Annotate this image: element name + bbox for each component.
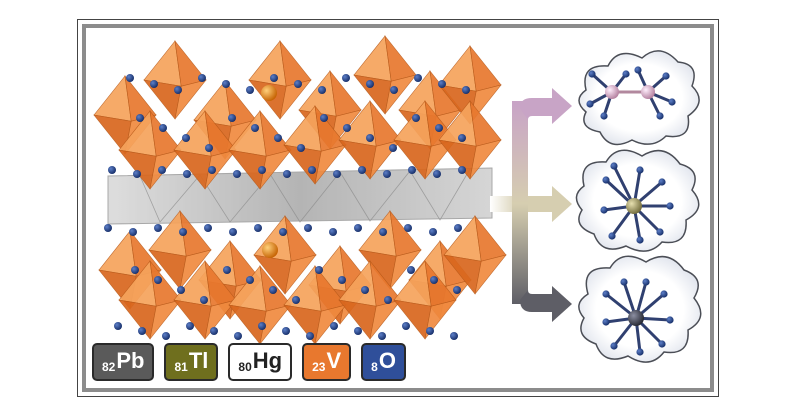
- oxygen-atoms: [104, 74, 470, 340]
- octahedron-layer-icon: [93, 34, 507, 345]
- vanadium-atom-top: [261, 85, 277, 101]
- outer-frame: [77, 19, 719, 397]
- branch-arrow-icon: [490, 88, 572, 322]
- lone-pair-cloud-icon-hg: [578, 50, 700, 146]
- atom-cluster-icon: [586, 66, 676, 356]
- vanadium-atom-bottom: [262, 242, 278, 258]
